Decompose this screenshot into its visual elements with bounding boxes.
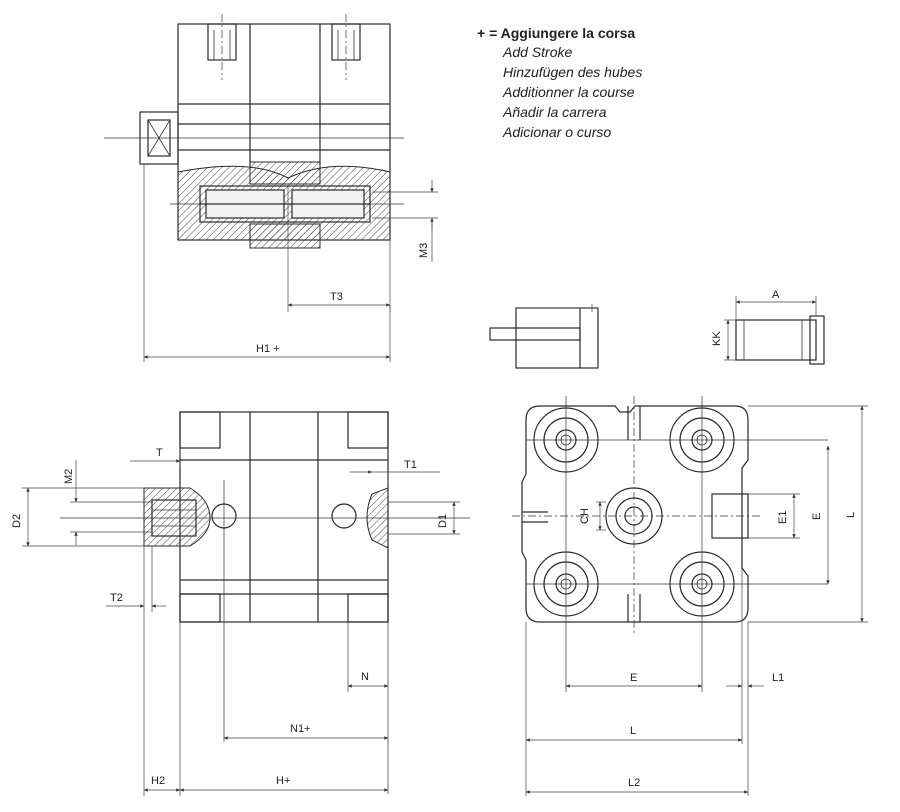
label-d2: D2 <box>11 514 23 528</box>
label-t3: T3 <box>330 291 343 303</box>
small-side-view <box>489 304 599 369</box>
label-l-bottom: L <box>630 725 636 737</box>
label-l1: L1 <box>772 672 784 684</box>
label-l2: L2 <box>628 777 640 789</box>
legend-translation-pt: Adicionar o curso <box>503 124 612 140</box>
front-view <box>512 396 868 796</box>
label-ch: CH <box>579 508 591 524</box>
legend-translation-en: Add Stroke <box>503 44 573 60</box>
legend-translation-es: Añadir la carrera <box>503 104 607 120</box>
label-t2: T2 <box>110 592 123 604</box>
label-t: T <box>156 447 163 459</box>
label-h2: H2 <box>151 775 165 787</box>
label-m3: M3 <box>418 243 430 258</box>
label-kk: KK <box>711 331 723 346</box>
label-a: A <box>772 289 780 301</box>
label-n1: N1+ <box>290 723 311 735</box>
top-side-view <box>104 14 438 362</box>
legend-heading: + = Aggiungere la corsa <box>477 25 636 41</box>
label-e-right: E <box>811 513 823 520</box>
stroke-legend: + = Aggiungere la corsa Add Stroke Hinzu… <box>477 24 642 142</box>
rod-nut-view <box>724 296 825 365</box>
legend-translation-fr: Additionner la course <box>503 84 635 100</box>
label-e-bottom: E <box>630 672 637 684</box>
label-h1: H1 + <box>256 343 280 355</box>
label-n: N <box>361 671 369 683</box>
label-l-right: L <box>845 512 857 518</box>
label-e1: E1 <box>777 511 789 524</box>
label-t1: T1 <box>404 459 417 471</box>
bottom-side-view <box>22 411 470 796</box>
legend-translation-de: Hinzufügen des hubes <box>503 64 643 80</box>
label-d1: D1 <box>437 514 449 528</box>
label-m2: M2 <box>63 469 75 484</box>
label-h: H+ <box>276 775 290 787</box>
